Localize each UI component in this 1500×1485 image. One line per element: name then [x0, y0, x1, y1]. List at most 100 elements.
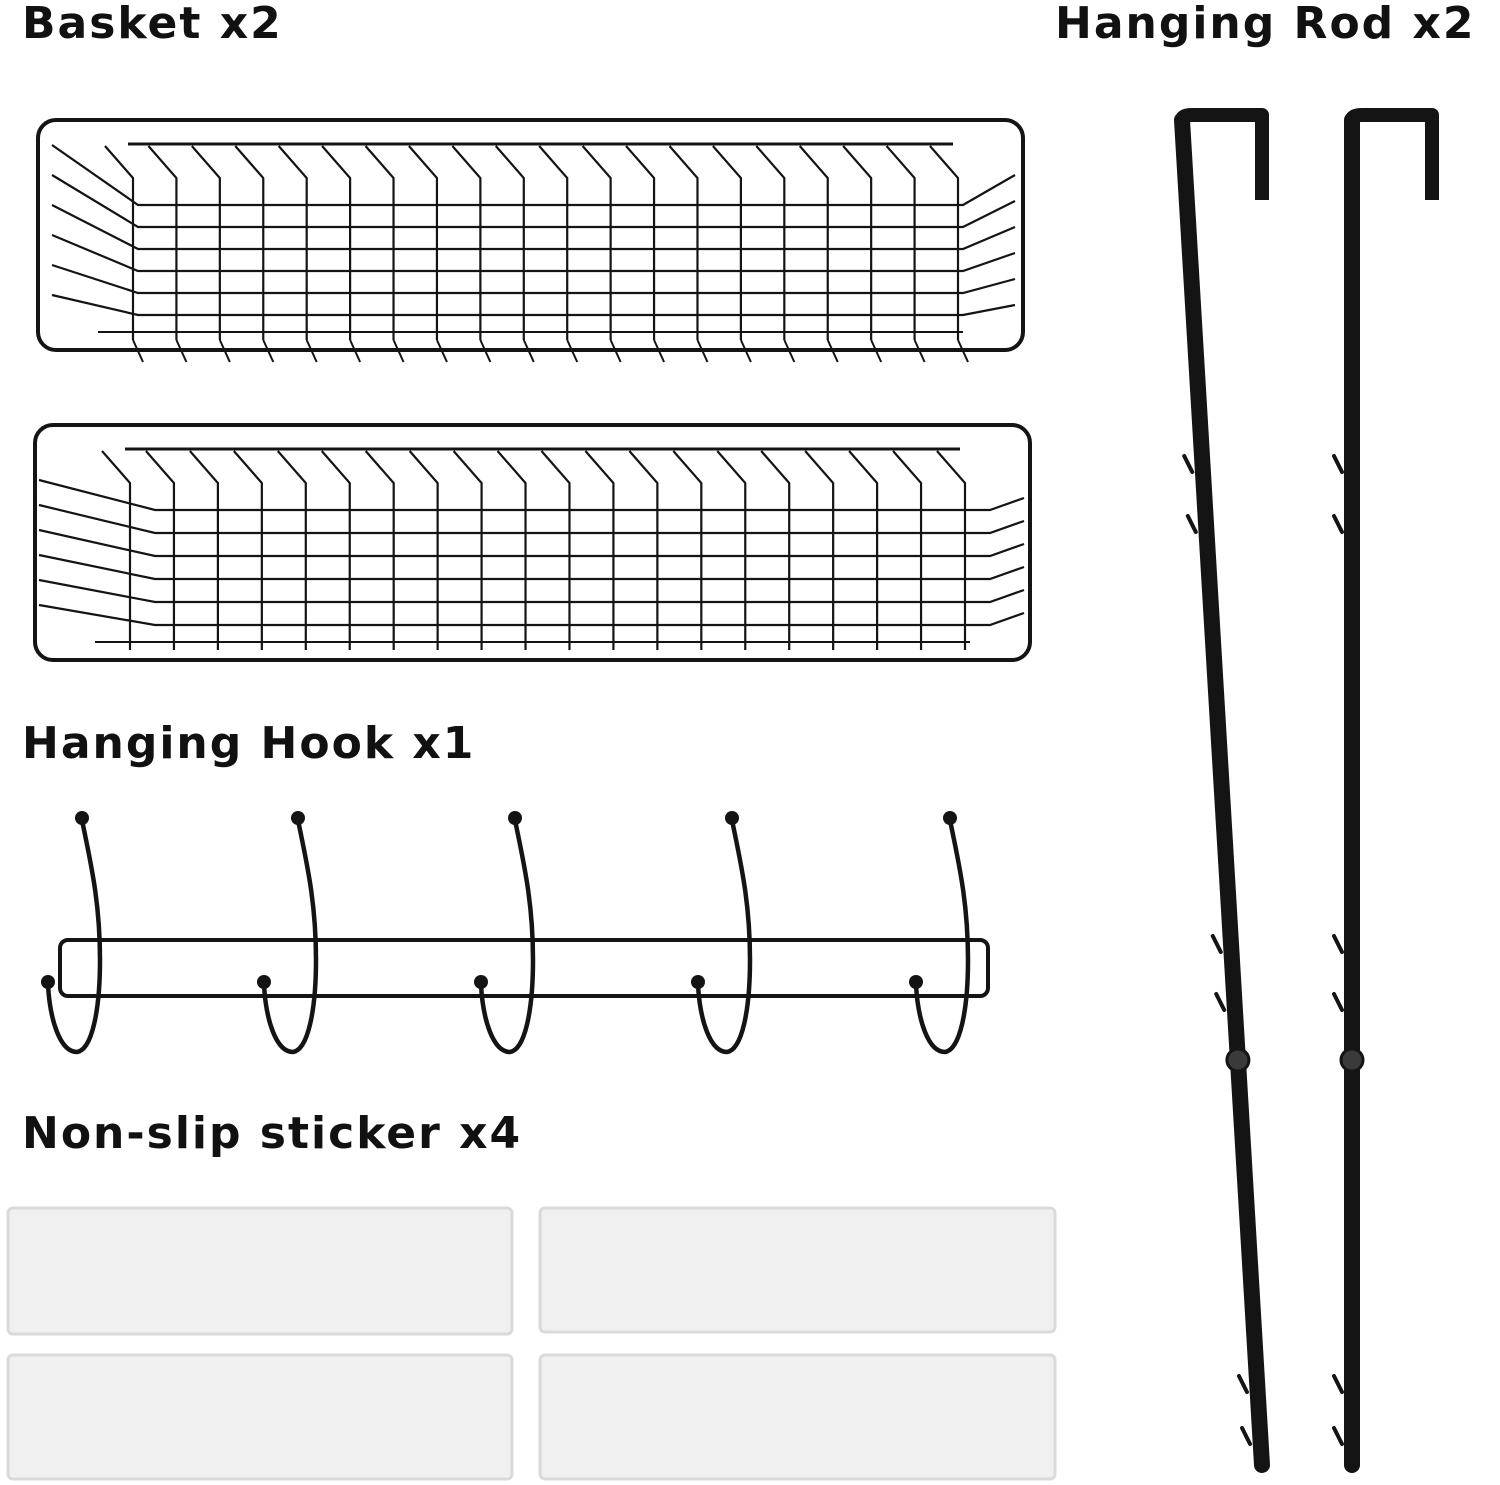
hook-arm [478, 817, 536, 1055]
basket-vertical-wire [712, 145, 742, 340]
basket-frame [36, 118, 1025, 352]
hanging-hook-label: Hanging Hook x1 [22, 718, 476, 769]
rod-bar [1174, 112, 1270, 1473]
hook-ball-end [909, 975, 923, 989]
basket-wire-tail [132, 339, 144, 363]
non-slip-sticker-label: Non-slip sticker x4 [22, 1108, 523, 1159]
hanging-hook-rack [41, 811, 990, 1055]
sticker-pad [6, 1206, 514, 1336]
wire-basket-2 [33, 423, 1032, 662]
basket-horizontal-wire [51, 144, 1016, 207]
basket-wire-tail [913, 339, 926, 363]
rod-mini-hook [1332, 986, 1354, 1018]
basket-vertical-wire [408, 145, 439, 340]
basket-vertical-wire [668, 145, 699, 340]
basket-vertical-wire [929, 145, 960, 340]
basket-vertical-wire [191, 145, 221, 340]
basket-vertical-wire [798, 145, 829, 340]
basket-horizontal-wire [38, 578, 1025, 604]
basket-vertical-wire [320, 450, 351, 650]
basket-vertical-wire [538, 145, 569, 340]
basket-wire-tail [262, 339, 275, 363]
basket-wire-tail [305, 339, 318, 363]
basket-horizontal-wire [51, 233, 1016, 273]
basket-vertical-wire [760, 450, 791, 650]
basket-wire-tail [349, 339, 362, 363]
basket-vertical-wire [147, 145, 178, 340]
basket-vertical-wire [755, 145, 786, 340]
basket-wire-tail [522, 339, 535, 363]
sticker-pad [6, 1353, 514, 1481]
basket-vertical-wire [716, 450, 747, 650]
basket-vertical-wire [842, 145, 873, 340]
basket-vertical-wire [321, 145, 352, 340]
basket-wire-tail [218, 339, 231, 363]
basket-horizontal-wire [51, 293, 1016, 317]
basket-label: Basket x2 [22, 0, 283, 49]
basket-vertical-wire [451, 145, 482, 340]
basket-vertical-wire [672, 450, 703, 650]
basket-wire-tail [436, 339, 448, 363]
basket-vertical-wire [189, 450, 219, 650]
basket-wire-tail [957, 339, 969, 363]
basket-wire-tail [696, 339, 709, 363]
basket-frame [33, 423, 1032, 662]
basket-horizontal-wire [51, 174, 1016, 229]
basket-wire-tail [653, 339, 665, 363]
basket-vertical-wire [234, 145, 265, 340]
basket-horizontal-wire [51, 263, 1016, 295]
hook-arm [913, 817, 971, 1055]
rod-hinge [1339, 1047, 1365, 1073]
basket-vertical-wire [496, 450, 527, 650]
basket-horizontal-wire [38, 503, 1025, 535]
hook-arm [45, 817, 103, 1055]
basket-vertical-wire [804, 450, 835, 650]
basket-vertical-wire [233, 450, 263, 650]
basket-wire-tail [826, 339, 839, 363]
hook-ball-end [41, 975, 55, 989]
hook-ball-top [943, 811, 957, 825]
hanging-rod-label: Hanging Rod x2 [1055, 0, 1476, 49]
basket-horizontal-wire [38, 603, 1025, 627]
hook-ball-end [474, 975, 488, 989]
basket-vertical-wire [494, 145, 525, 340]
basket-wire-tail [392, 339, 405, 363]
basket-wire-tail [175, 339, 188, 363]
rod-mini-hook [1240, 1420, 1263, 1452]
rod-mini-hook [1210, 928, 1233, 960]
rod-mini-hook [1214, 986, 1237, 1018]
hook-ball-top [725, 811, 739, 825]
hook-ball-top [291, 811, 305, 825]
basket-wire-tail [739, 339, 752, 363]
hook-arm [695, 817, 753, 1055]
hook-ball-top [75, 811, 89, 825]
basket-wire-tail [566, 339, 579, 363]
basket-wire-tail [870, 339, 883, 363]
hook-rack-frame [58, 938, 990, 998]
basket-vertical-wire [101, 450, 132, 650]
basket-horizontal-wire [38, 528, 1025, 558]
non-slip-stickers [6, 1206, 1057, 1481]
rod-mini-hook [1332, 508, 1354, 540]
basket-vertical-wire [540, 450, 571, 650]
basket-wire-tail [783, 339, 796, 363]
basket-vertical-wire [277, 145, 308, 340]
basket-horizontal-wire [38, 478, 1025, 512]
hanging-rod-2 [1332, 108, 1439, 1473]
basket-vertical-wire [145, 450, 176, 650]
basket-vertical-wire [584, 450, 615, 650]
basket-vertical-wire [885, 145, 916, 340]
rod-mini-hook [1332, 928, 1354, 960]
rod-mini-hook [1332, 448, 1354, 480]
hook-ball-top [508, 811, 522, 825]
rod-door-hook [1175, 108, 1269, 200]
basket-vertical-wire [104, 145, 135, 340]
basket-vertical-wire [581, 145, 612, 340]
basket-wire-tail [479, 339, 492, 363]
wire-basket-1 [36, 118, 1025, 363]
hook-ball-end [257, 975, 271, 989]
rod-mini-hook [1182, 448, 1205, 480]
basket-horizontal-wire [38, 553, 1025, 581]
basket-vertical-wire [892, 450, 923, 650]
